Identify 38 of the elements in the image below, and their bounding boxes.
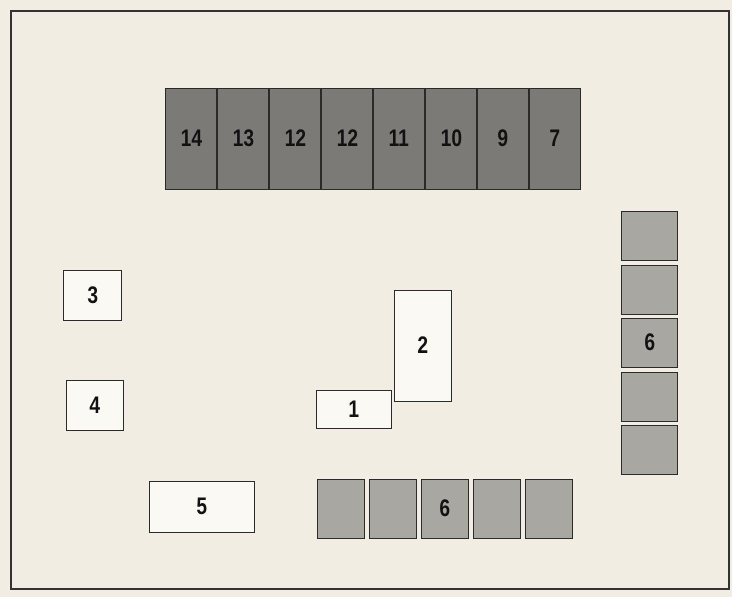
labeled-area bbox=[269, 88, 321, 190]
labeled-area bbox=[425, 88, 477, 190]
labeled-area bbox=[477, 88, 529, 190]
labeled-area bbox=[421, 479, 469, 539]
area-number: 13 bbox=[232, 127, 254, 151]
unlabeled-area bbox=[621, 425, 678, 475]
labeled-area bbox=[149, 481, 255, 533]
unlabeled-area bbox=[525, 479, 573, 539]
unlabeled-area bbox=[621, 211, 678, 261]
area-number: 10 bbox=[440, 127, 462, 151]
labeled-area bbox=[529, 88, 581, 190]
area-number: 6 bbox=[644, 331, 655, 355]
unlabeled-area bbox=[473, 479, 521, 539]
unlabeled-area bbox=[317, 479, 365, 539]
labeled-area bbox=[316, 390, 392, 429]
area-number: 11 bbox=[388, 127, 410, 151]
area-number: 1 bbox=[348, 398, 360, 422]
area-number: 12 bbox=[336, 127, 358, 151]
area-number: 4 bbox=[90, 394, 100, 418]
unlabeled-area bbox=[621, 372, 678, 422]
unlabeled-area bbox=[369, 479, 417, 539]
labeled-area bbox=[621, 318, 678, 368]
area-number: 7 bbox=[550, 127, 560, 151]
area-number: 6 bbox=[440, 497, 450, 521]
area-number: 2 bbox=[418, 334, 428, 358]
labeled-area bbox=[66, 380, 124, 431]
area-number: 3 bbox=[87, 284, 98, 308]
area-number: 5 bbox=[196, 495, 208, 519]
labeled-area bbox=[217, 88, 269, 190]
labeled-area bbox=[373, 88, 425, 190]
labeled-area bbox=[63, 270, 122, 321]
labeled-area bbox=[394, 290, 452, 402]
area-number: 12 bbox=[284, 127, 306, 151]
labeled-area bbox=[165, 88, 217, 190]
unlabeled-area bbox=[621, 264, 678, 314]
area-number: 14 bbox=[180, 127, 202, 151]
labeled-area bbox=[321, 88, 373, 190]
area-number: 9 bbox=[498, 127, 508, 151]
